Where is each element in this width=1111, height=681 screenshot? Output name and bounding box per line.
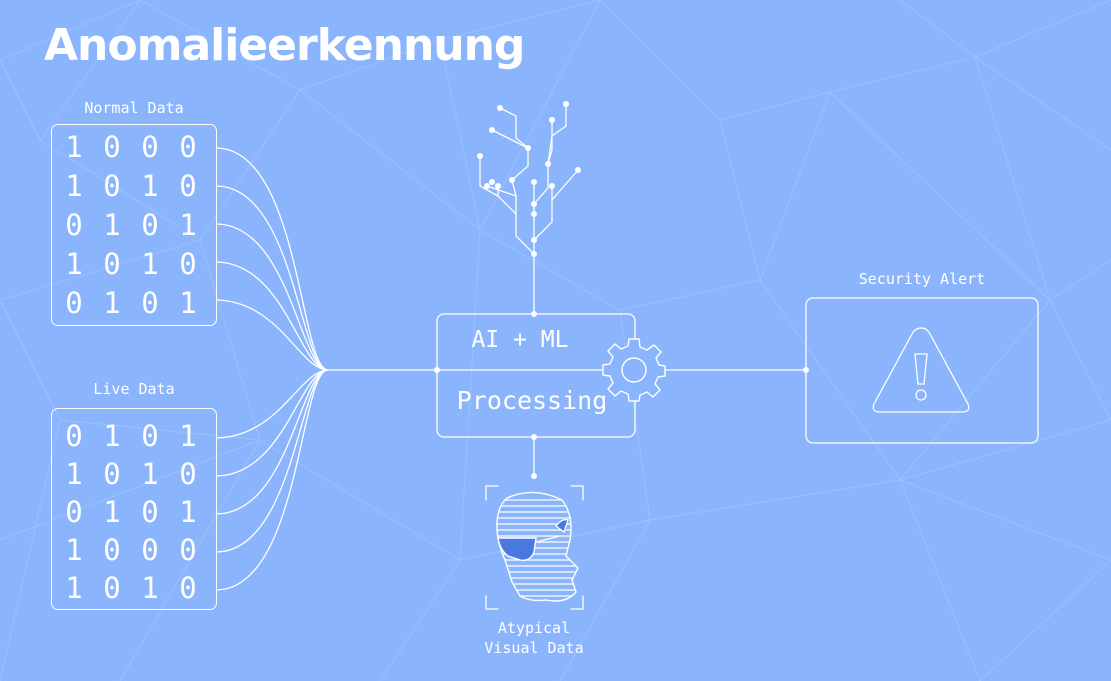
neural-tree-icon: [479, 103, 579, 315]
bit: 1: [65, 571, 83, 605]
bit: 1: [65, 169, 83, 203]
bit: 0: [141, 208, 159, 242]
bit: 0: [141, 533, 159, 567]
bit: 1: [65, 457, 83, 491]
bit: 0: [103, 533, 121, 567]
bit: 0: [103, 571, 121, 605]
normal-data-matrix: 1 0 0 0 1 0 1 0 0 1 0 1 1 0 1 0 0 1 0 1: [51, 124, 217, 326]
warning-triangle-icon: [872, 327, 970, 413]
bit: 0: [179, 130, 197, 164]
bit: 0: [141, 130, 159, 164]
bit: 0: [141, 495, 159, 529]
bit: 1: [103, 286, 121, 320]
bit: 1: [141, 457, 159, 491]
bit: 1: [179, 208, 197, 242]
bit: 1: [179, 419, 197, 453]
live-data-connectors: [216, 369, 329, 591]
matrix-row: 1 0 0 0: [52, 129, 216, 165]
bit: 1: [179, 495, 197, 529]
bit: 0: [103, 457, 121, 491]
security-alert-box: [805, 297, 1039, 444]
gear-icon: [602, 338, 666, 402]
bit: 0: [141, 286, 159, 320]
face-frame: [485, 485, 584, 610]
bit: 0: [103, 169, 121, 203]
bit: 0: [179, 457, 197, 491]
matrix-row: 0 1 0 1: [52, 418, 216, 454]
bit: 1: [103, 495, 121, 529]
security-alert-label: Security Alert: [858, 270, 986, 288]
bit: 0: [103, 130, 121, 164]
matrix-row: 1 0 1 0: [52, 570, 216, 606]
bit: 1: [103, 419, 121, 453]
bit: 0: [179, 169, 197, 203]
bit: 1: [141, 571, 159, 605]
bit: 0: [65, 419, 83, 453]
bit: 0: [103, 247, 121, 281]
matrix-row: 0 1 0 1: [52, 285, 216, 321]
bit: 0: [179, 533, 197, 567]
bit: 0: [141, 419, 159, 453]
bit: 1: [65, 247, 83, 281]
bit: 1: [65, 130, 83, 164]
page-title: Anomalieerkennung: [44, 20, 525, 71]
bit: 0: [179, 247, 197, 281]
bit: 0: [65, 495, 83, 529]
face-sunglasses-icon: [496, 491, 579, 602]
matrix-row: 1 0 1 0: [52, 246, 216, 282]
bit: 0: [65, 286, 83, 320]
bit: 0: [65, 208, 83, 242]
live-data-label: Live Data: [93, 380, 175, 398]
matrix-row: 0 1 0 1: [52, 494, 216, 530]
processing-title-line2: Processing: [456, 386, 608, 415]
matrix-row: 1 0 1 0: [52, 168, 216, 204]
normal-data-connectors: [216, 147, 329, 371]
bit: 1: [141, 169, 159, 203]
bit: 1: [103, 208, 121, 242]
bit: 0: [179, 571, 197, 605]
tree-nodes: [434, 101, 809, 479]
matrix-row: 1 0 1 0: [52, 456, 216, 492]
visual-data-label-line1: Atypical: [497, 619, 571, 637]
bit: 1: [179, 286, 197, 320]
live-data-matrix: 0 1 0 1 1 0 1 0 0 1 0 1 1 0 0 0 1 0 1 0: [51, 408, 217, 610]
bit: 1: [65, 533, 83, 567]
visual-data-label-line2: Visual Data: [484, 639, 584, 657]
normal-data-label: Normal Data: [84, 99, 184, 117]
processing-title-line1: AI + ML: [471, 327, 569, 353]
matrix-row: 1 0 0 0: [52, 532, 216, 568]
bit: 1: [141, 247, 159, 281]
matrix-row: 0 1 0 1: [52, 207, 216, 243]
